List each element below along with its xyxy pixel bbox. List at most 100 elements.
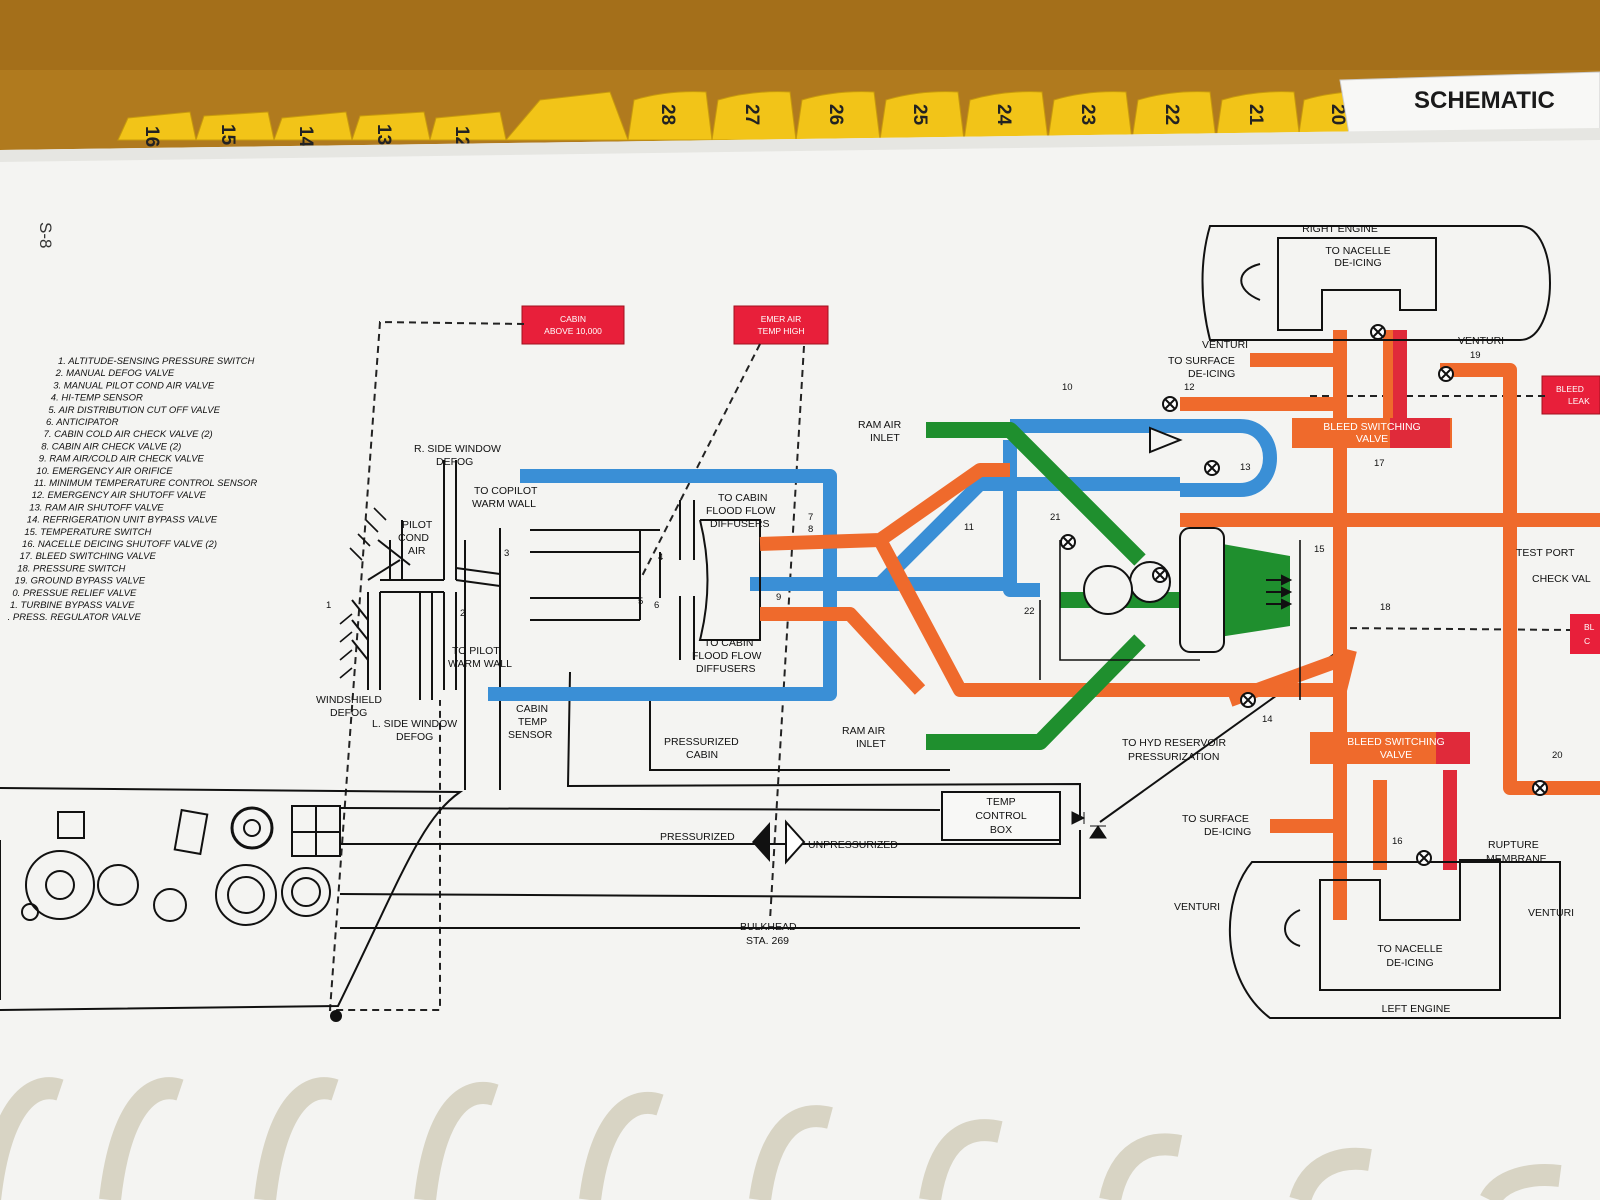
- annunciator-text: CABIN: [560, 314, 586, 324]
- callout-number: 19: [1470, 350, 1481, 361]
- callout-number: 16: [1392, 836, 1403, 847]
- annunciator-right-edge: BL C: [1570, 614, 1600, 654]
- paper-edge: [0, 128, 1600, 162]
- cabin-temp-sensor-label: CABIN: [516, 703, 548, 715]
- windshield-defog-label: WINDSHIELD: [316, 694, 382, 706]
- red-ducts: [1393, 330, 1457, 870]
- schematic-tab-label: SCHEMATIC: [1414, 87, 1555, 114]
- bleed-switching-valve-top-red: [1390, 418, 1450, 448]
- pilot-cond-air-label: COND: [398, 532, 429, 544]
- tab-22[interactable]: [1131, 91, 1217, 141]
- refrigeration-unit: [1083, 426, 1225, 653]
- shutoff-valve-icon: [1532, 780, 1548, 796]
- hyd-reservoir-label: TO HYD RESERVOIR: [1122, 737, 1226, 749]
- schematic-tab[interactable]: [1339, 71, 1600, 141]
- temp-control-box: TEMP CONTROL BOX: [941, 791, 1107, 841]
- tab-label: 22: [1161, 104, 1182, 125]
- tab-28[interactable]: [627, 91, 713, 141]
- legend-item: 12. EMERGENCY AIR SHUTOFF VALVE: [32, 490, 207, 501]
- bleed-switching-label: VALVE: [1380, 749, 1412, 761]
- tab-label: 25: [909, 104, 930, 126]
- flood-flow-label: TO CABIN: [718, 492, 767, 504]
- test-port-label: TEST PORT: [1516, 547, 1575, 559]
- temp-control-label: CONTROL: [975, 810, 1026, 822]
- legend-item: 15. TEMPERATURE SWITCH: [24, 527, 151, 538]
- temp-control-label: TEMP: [986, 796, 1015, 808]
- tab-21[interactable]: [1215, 91, 1301, 141]
- annunciator-text: LEAK: [1568, 396, 1590, 406]
- callout-number: 15: [1314, 544, 1325, 555]
- legend-item: 9. RAM AIR/COLD AIR CHECK VALVE: [39, 454, 205, 465]
- legend-item: 13. RAM AIR SHUTOFF VALVE: [29, 502, 164, 513]
- tab-label: 21: [1245, 104, 1266, 126]
- hyd-reservoir-label: PRESSURIZATION: [1128, 751, 1219, 763]
- annunciator-text: C: [1584, 636, 1590, 646]
- shutoff-valve-icon: [1416, 850, 1432, 866]
- tab-partial-label: 13: [373, 124, 394, 145]
- defog-piping: [351, 460, 501, 700]
- tab-label: 23: [1077, 104, 1098, 125]
- tab-25[interactable]: [879, 91, 965, 141]
- spiral-binding: [0, 1077, 1562, 1200]
- flood-flow-label: DIFFUSERS: [696, 663, 756, 675]
- to-pilot-warm-wall-label: TO PILOT: [452, 645, 500, 657]
- legend-item: 4. HI-TEMP SENSOR: [51, 393, 143, 404]
- tab-blank[interactable]: [504, 91, 629, 141]
- tab-partial-14[interactable]: [273, 111, 353, 141]
- callout-number: 21: [1050, 512, 1061, 523]
- tab-partial-15[interactable]: [195, 111, 275, 141]
- legend-item: 16. NACELLE DEICING SHUTOFF VALVE (2): [22, 539, 217, 550]
- callout-number: 11: [964, 522, 974, 533]
- callout-number: 14: [1262, 714, 1273, 725]
- tab-23[interactable]: [1047, 91, 1133, 141]
- flood-flow-label: FLOOD FLOW: [692, 650, 762, 662]
- shutoff-valve-icon: [1162, 396, 1178, 412]
- r-side-window-defog-label: DEFOG: [436, 456, 473, 468]
- bulkhead-label: BULKHEAD: [740, 921, 797, 933]
- legend-item: 3. MANUAL PILOT COND AIR VALVE: [53, 380, 215, 391]
- legend-item: 1. ALTITUDE-SENSING PRESSURE SWITCH: [58, 356, 254, 367]
- shutoff-valve-icon: [1240, 692, 1256, 708]
- callout-number: 3: [504, 548, 509, 559]
- annunciator-text: EMER AIR: [761, 314, 802, 324]
- shutoff-valve-icon: [1370, 324, 1386, 340]
- bulkhead-label: STA. 269: [746, 935, 789, 947]
- page-number: S-8: [36, 222, 55, 248]
- legend-item: 18. PRESSURE SWITCH: [17, 563, 125, 574]
- ram-air-inlet-label: RAM AIR: [858, 419, 902, 431]
- tab-27[interactable]: [711, 91, 797, 141]
- tab-26[interactable]: [795, 91, 881, 141]
- bleed-switching-label: VALVE: [1356, 433, 1388, 445]
- ram-air-inlet-label: INLET: [856, 738, 886, 750]
- legend-item: 8. CABIN AIR CHECK VALVE (2): [41, 441, 181, 452]
- check-valve-label: CHECK VAL: [1532, 573, 1591, 585]
- legend-item: 17. BLEED SWITCHING VALVE: [20, 551, 157, 562]
- legend-item: 7. CABIN COLD AIR CHECK VALVE (2): [44, 429, 213, 440]
- annunciator-text: ABOVE 10,000: [544, 326, 602, 336]
- pilot-cond-air-label: PILOT: [402, 519, 433, 531]
- annunciator-text: BLEED: [1556, 384, 1584, 394]
- nacelle-deicing-label: TO NACELLE: [1325, 245, 1390, 257]
- right-engine-outline: [1201, 225, 1551, 341]
- callout-number: 17: [1374, 458, 1385, 469]
- callout-number: 5: [638, 596, 643, 607]
- to-copilot-warm-wall-label: TO COPILOT: [474, 485, 538, 497]
- tab-partial-16[interactable]: [117, 111, 197, 141]
- nacelle-deicing-label: DE-ICING: [1386, 957, 1433, 969]
- tab-24[interactable]: [963, 91, 1049, 141]
- tab-label: 24: [993, 104, 1014, 126]
- pilot-cond-air-label: AIR: [408, 545, 426, 557]
- flood-flow-label: TO CABIN: [704, 637, 753, 649]
- legend-item: 6. ANTICIPATOR: [46, 417, 119, 428]
- tab-partial-12[interactable]: [429, 111, 507, 141]
- venturi-label: VENTURI: [1202, 339, 1248, 351]
- tab-partial-13[interactable]: [351, 111, 431, 141]
- rupture-membrane-label: MEMBRANE: [1486, 853, 1547, 865]
- bleed-switching-label: BLEED SWITCHING: [1347, 736, 1444, 748]
- annunciator-bleed-leak: BLEED LEAK: [1541, 375, 1600, 415]
- ram-air-inlet-label: INLET: [870, 432, 900, 444]
